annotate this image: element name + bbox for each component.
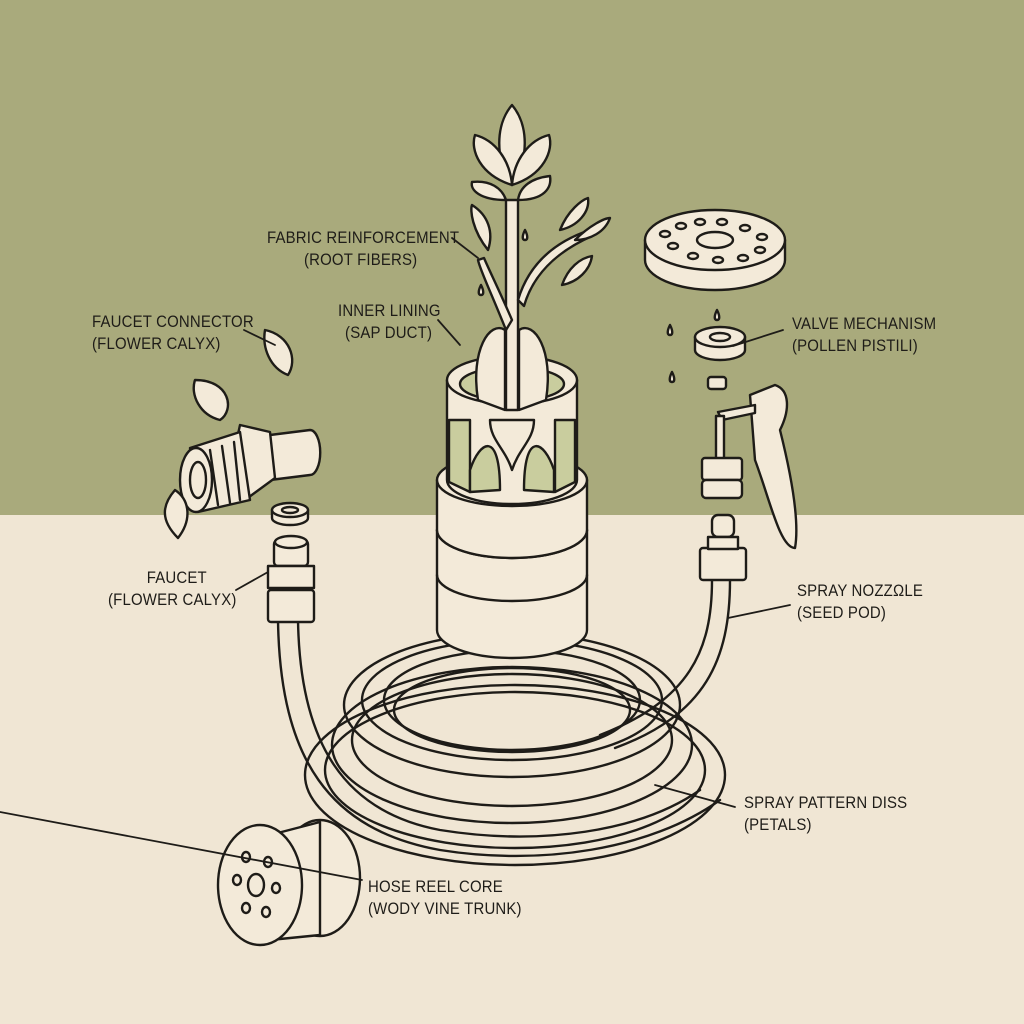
label-analogy: (ROOT FIBERS): [303, 250, 418, 269]
label-spray-pattern-disc: SPRAY PATTERN DISS (PETALS): [744, 792, 907, 836]
label-title: FABRIC REINFORCEMENT: [267, 228, 460, 247]
valve-washer: [666, 308, 747, 391]
label-spray-nozzle: SPRAY NOZZΩLE (SEED POD): [797, 580, 923, 624]
leader-lines: [0, 237, 791, 881]
label-title: FAUCET: [146, 568, 207, 587]
label-analogy: (SAP DUCT): [345, 323, 433, 342]
label-title: VALVE MECHANISM: [792, 314, 937, 333]
hose-cylinder-cutaway: [435, 327, 589, 660]
label-analogy: (SEED POD): [797, 603, 887, 622]
faucet-connector-fitting: [163, 328, 322, 540]
spray-trigger-nozzle: [698, 383, 798, 582]
label-title: SPRAY NOZZΩLE: [797, 581, 923, 600]
label-analogy: (POLLEN PISTILI): [792, 336, 918, 355]
label-faucet-connector: FAUCET CONNECTOR (FLOWER CALYX): [92, 311, 254, 355]
label-analogy: (FLOWER CALYX): [108, 590, 237, 609]
label-title: SPRAY PATTERN DISS: [744, 793, 908, 812]
label-title: HOSE REEL CORE: [368, 877, 503, 896]
plant-sprout: [470, 103, 612, 412]
label-faucet: FAUCET (FLOWER CALYX): [108, 567, 237, 611]
faucet-washer: [270, 501, 310, 527]
label-valve-mechanism: VALVE MECHANISM (POLLEN PISTILI): [792, 313, 936, 357]
faucet-threaded-coupling: [266, 534, 316, 624]
label-title: FAUCET CONNECTOR: [92, 312, 254, 331]
hose-reel-spool: [216, 818, 362, 947]
label-hose-reel-core: HOSE REEL CORE (WODY VINE TRUNK): [368, 876, 522, 920]
label-analogy: (FLOWER CALYX): [92, 334, 221, 353]
label-analogy: (PETALS): [744, 815, 812, 834]
label-analogy: (WODY VINE TRUNK): [368, 899, 522, 918]
label-title: INNER LINING: [338, 301, 441, 320]
label-inner-lining: INNER LINING (SAP DUCT): [338, 300, 441, 344]
label-fabric-reinforcement: FABRIC REINFORCEMENT (ROOT FIBERS): [267, 227, 459, 271]
spray-pattern-disc: [643, 208, 787, 292]
